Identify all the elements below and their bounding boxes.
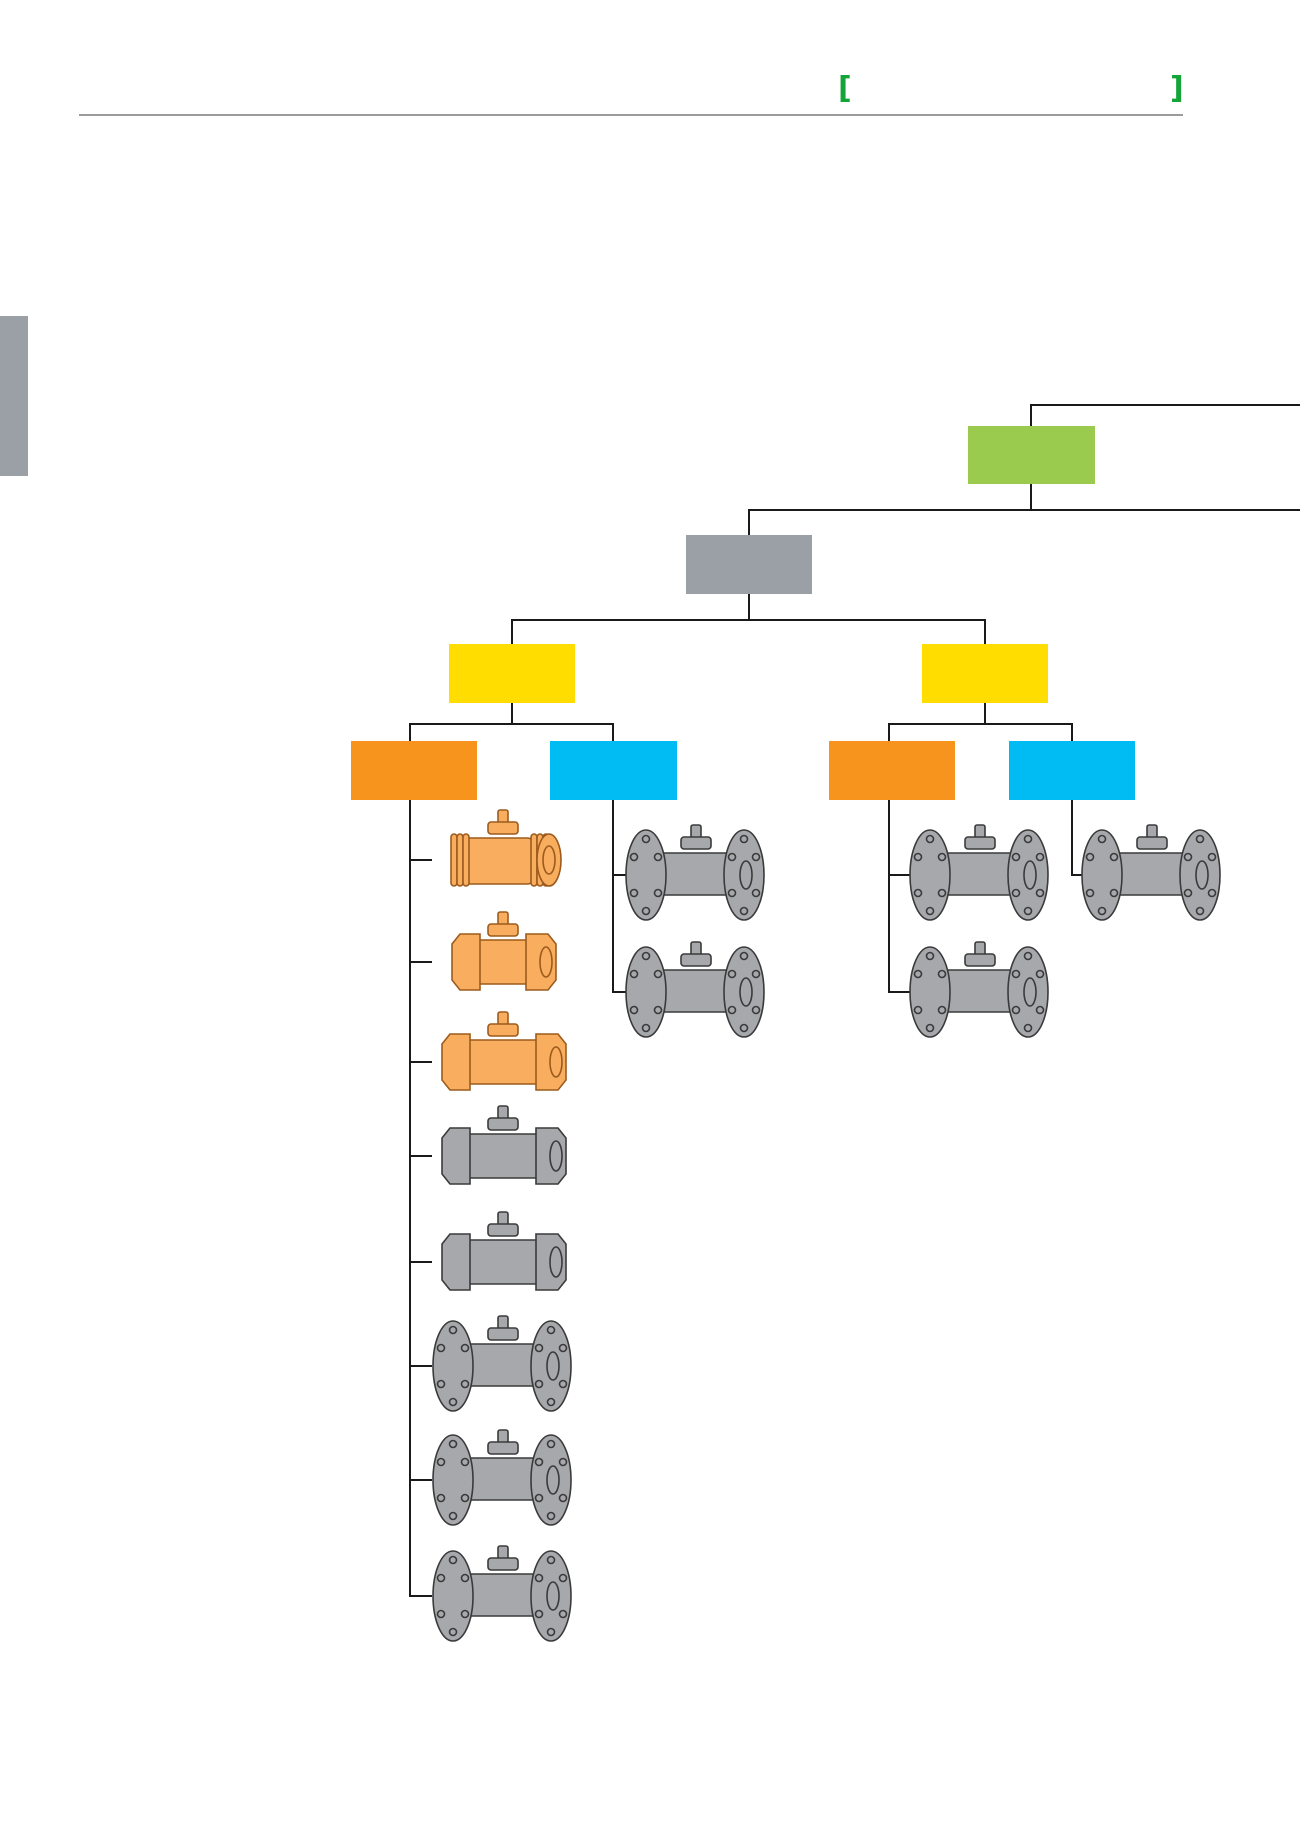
branch_left_b-valve-0-icon xyxy=(625,824,765,921)
header-left-bracket: [ xyxy=(838,71,852,106)
header-rule xyxy=(79,114,1183,116)
branch_left_a-valve-0-icon xyxy=(450,809,562,887)
branch_left_b-valve-1-icon xyxy=(625,941,765,1038)
branch_left_a-valve-7-icon xyxy=(432,1545,572,1642)
node-level3-right-a xyxy=(829,741,955,800)
node-level1 xyxy=(686,535,812,594)
node-level2-left xyxy=(449,644,575,703)
header-right-bracket: ] xyxy=(1170,71,1184,106)
node-level3-left-a xyxy=(351,741,477,800)
branch_right_a-trunk xyxy=(888,800,911,993)
branch_left_a-valve-1-icon xyxy=(451,911,557,991)
connector-level2-bar xyxy=(511,619,986,644)
branch_left_a-valve-4-icon xyxy=(441,1211,567,1291)
node-level3-right-b xyxy=(1009,741,1135,800)
connector-level1-bar xyxy=(748,509,1300,535)
connector-level2-left-bar xyxy=(409,723,614,741)
branch_left_a-trunk xyxy=(409,800,432,1597)
branch_left_a-valve-6-icon xyxy=(432,1429,572,1526)
node-root xyxy=(968,426,1095,484)
connector-root-top xyxy=(1030,404,1300,426)
branch_right_b-valve-0-icon xyxy=(1081,824,1221,921)
connector-level2-right-bar xyxy=(888,723,1073,741)
branch_right_a-valve-0-icon xyxy=(909,824,1049,921)
node-level2-right xyxy=(922,644,1048,703)
connector-lines xyxy=(409,404,1300,1597)
branch_left_a-valve-3-icon xyxy=(441,1105,567,1185)
branch_left_a-valve-2-icon xyxy=(441,1011,567,1091)
branch_left_a-valve-5-icon xyxy=(432,1315,572,1412)
side-tab xyxy=(0,316,28,476)
branch_right_a-valve-1-icon xyxy=(909,941,1049,1038)
node-level3-left-b xyxy=(550,741,677,800)
